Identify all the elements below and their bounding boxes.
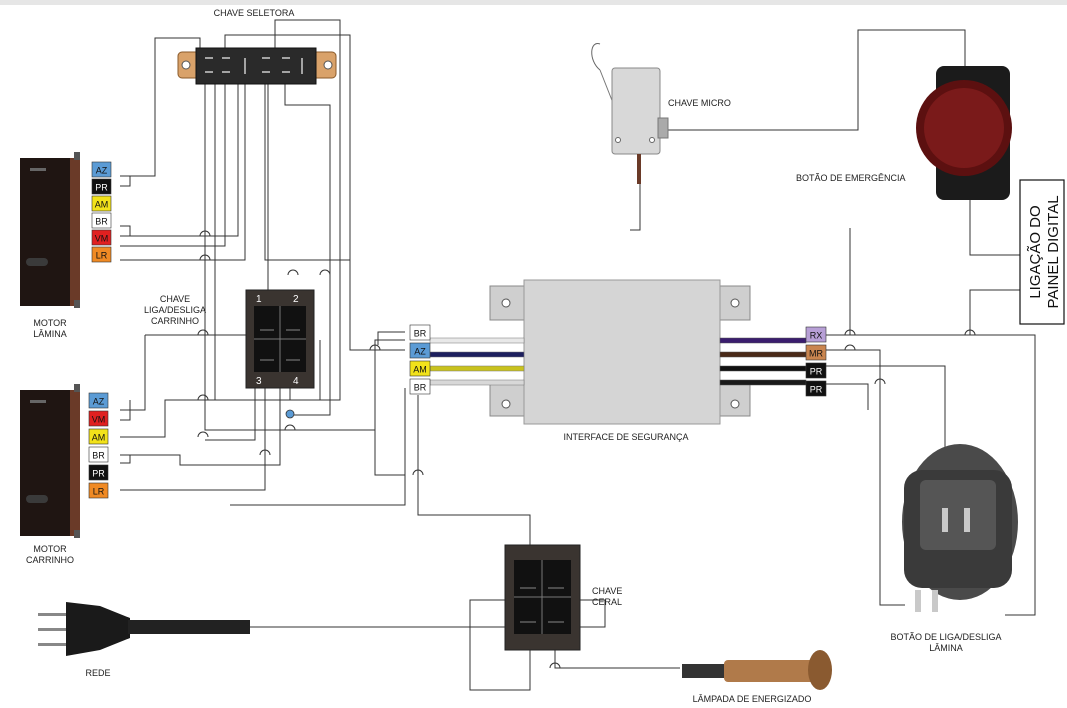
color-tag (805, 344, 827, 361)
motor-carrinho (20, 384, 80, 538)
color-tag (409, 324, 431, 341)
cable-right (719, 351, 807, 358)
color-tag (88, 446, 109, 463)
color-tag (91, 195, 112, 212)
cable-right (719, 379, 807, 386)
color-tag-label: PR (95, 183, 108, 193)
junction-dot (285, 409, 295, 419)
cable-left (429, 351, 525, 358)
color-tag-label: AM (95, 200, 109, 210)
color-tag (409, 360, 431, 377)
botao-liga-label-2: LÂMINA (929, 643, 963, 653)
interface-left-color-tags: BR AZ AM BR (409, 324, 431, 395)
chave-liga-label-2: LIGA/DESLIGA (144, 305, 206, 315)
painel-label-1: LIGAÇÃO DO (1027, 205, 1044, 298)
color-tag (805, 380, 827, 397)
color-tag (91, 212, 112, 229)
lampada-energizado (682, 650, 832, 690)
color-tag-label: LR (93, 487, 105, 497)
color-tag (88, 392, 109, 409)
cable-left (429, 379, 525, 386)
motor-lamina-label-2: LÂMINA (33, 329, 67, 339)
rede-plug (38, 602, 250, 656)
motor-lamina-color-tags: AZ PR AM BR VM LR (91, 161, 112, 263)
color-tag (91, 246, 112, 263)
color-tag (88, 410, 109, 427)
chave-liga-desliga-carrinho: 1 2 3 4 (245, 289, 315, 389)
motor-carrinho-label-2: CARRINHO (26, 555, 74, 565)
motor-lamina-label-1: MOTOR (33, 318, 67, 328)
chave-geral-label-1: CHAVE (592, 586, 622, 596)
color-tag-label: LR (96, 251, 108, 261)
color-tag (88, 464, 109, 481)
cable-right (719, 337, 807, 344)
botao-emergencia-label: BOTÃO DE EMERGÊNCIA (796, 173, 906, 183)
color-tag (91, 229, 112, 246)
lampada-label: LÂMPADA DE ENERGIZADO (693, 694, 812, 704)
motor-carrinho-color-tags: AZ VM AM BR PR LR (88, 392, 109, 499)
botao-emergencia (916, 66, 1012, 200)
chave-liga-label-3: CARRINHO (151, 316, 199, 326)
color-tag-label: RX (810, 331, 823, 341)
switch-terminal-1: 1 (256, 294, 262, 305)
painel-label-2: PAINEL DIGITAL (1045, 195, 1062, 308)
color-tag-label: AM (92, 433, 106, 443)
motor-lamina (20, 152, 80, 308)
chave-geral (504, 544, 581, 651)
chave-seletora-label: CHAVE SELETORA (214, 8, 295, 18)
rede-label: REDE (85, 668, 110, 678)
switch-terminal-4: 4 (293, 376, 299, 387)
color-tag-label: AZ (93, 397, 105, 407)
interface-label: INTERFACE DE SEGURANÇA (563, 432, 688, 442)
cable-left (429, 365, 525, 372)
interface-de-seguranca (489, 279, 751, 425)
wires (120, 19, 1036, 691)
cable-left (429, 337, 525, 344)
color-tag-label: AZ (414, 347, 426, 357)
color-tag (805, 362, 827, 379)
wire-crossings (197, 230, 976, 669)
painel-digital-box: LIGAÇÃO DO PAINEL DIGITAL (1019, 179, 1065, 325)
botao-liga-desliga-lamina (902, 444, 1018, 612)
color-tag (88, 482, 109, 499)
color-tag-label: VM (92, 415, 106, 425)
color-tag-label: PR (810, 385, 823, 395)
cable-right (719, 365, 807, 372)
color-tag (409, 342, 431, 359)
color-tag-label: BR (92, 451, 105, 461)
switch-terminal-2: 2 (293, 294, 299, 305)
top-bar (0, 0, 1067, 5)
switch-terminal-3: 3 (256, 376, 262, 387)
color-tag (91, 178, 112, 195)
chave-seletora (177, 47, 337, 85)
chave-micro (591, 43, 669, 184)
color-tag (805, 326, 827, 343)
color-tag (91, 161, 112, 178)
color-tag-label: AZ (96, 166, 108, 176)
chave-liga-label-1: CHAVE (160, 294, 190, 304)
color-tag-label: BR (414, 383, 427, 393)
color-tag-label: PR (810, 367, 823, 377)
botao-liga-label-1: BOTÃO DE LIGA/DESLIGA (890, 632, 1001, 642)
color-tag (409, 378, 431, 395)
color-tag-label: MR (809, 349, 823, 359)
color-tag-label: AM (413, 365, 427, 375)
motor-carrinho-label-1: MOTOR (33, 544, 67, 554)
color-tag (88, 428, 109, 445)
interface-right-color-tags: RX MR PR PR (805, 326, 827, 397)
color-tag-label: BR (414, 329, 427, 339)
chave-micro-label: CHAVE MICRO (668, 98, 731, 108)
color-tag-label: VM (95, 234, 109, 244)
color-tag-label: BR (95, 217, 108, 227)
color-tag-label: PR (92, 469, 105, 479)
chave-geral-label-2: CERAL (592, 597, 622, 607)
